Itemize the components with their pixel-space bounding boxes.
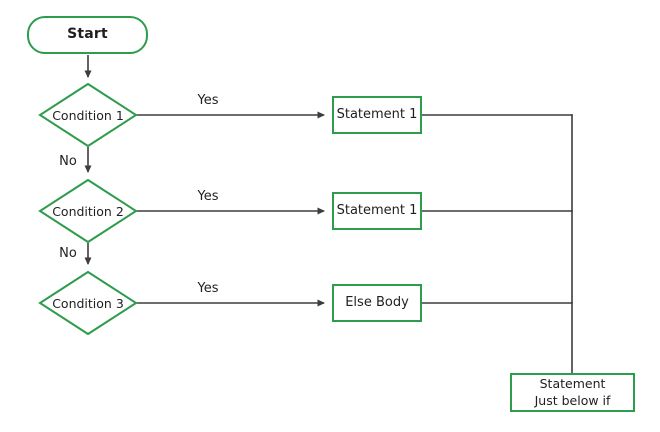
yes-label-3: Yes xyxy=(197,281,219,296)
below-if-label-line1: Statement xyxy=(539,375,606,391)
condition-1-diamond xyxy=(38,82,138,148)
statement-2-label: Statement 1 xyxy=(336,202,418,218)
no-label-2: No xyxy=(59,246,77,261)
start-node: Start xyxy=(27,16,148,54)
statement-2-box: Statement 1 xyxy=(332,192,422,230)
statement-below-if-box: Statement Just below if xyxy=(510,373,635,412)
below-if-label-line2: Just below if xyxy=(534,392,611,408)
else-body-box: Else Body xyxy=(332,284,422,322)
else-body-label: Else Body xyxy=(345,294,409,310)
yes-label-2: Yes xyxy=(197,189,219,204)
condition-2-diamond xyxy=(38,178,138,244)
condition-3-diamond xyxy=(38,270,138,336)
no-label-1: No xyxy=(59,154,77,169)
statement-1-box: Statement 1 xyxy=(332,96,422,134)
yes-label-1: Yes xyxy=(197,93,219,108)
statement-1-label: Statement 1 xyxy=(336,106,418,122)
start-label: Start xyxy=(67,26,108,43)
